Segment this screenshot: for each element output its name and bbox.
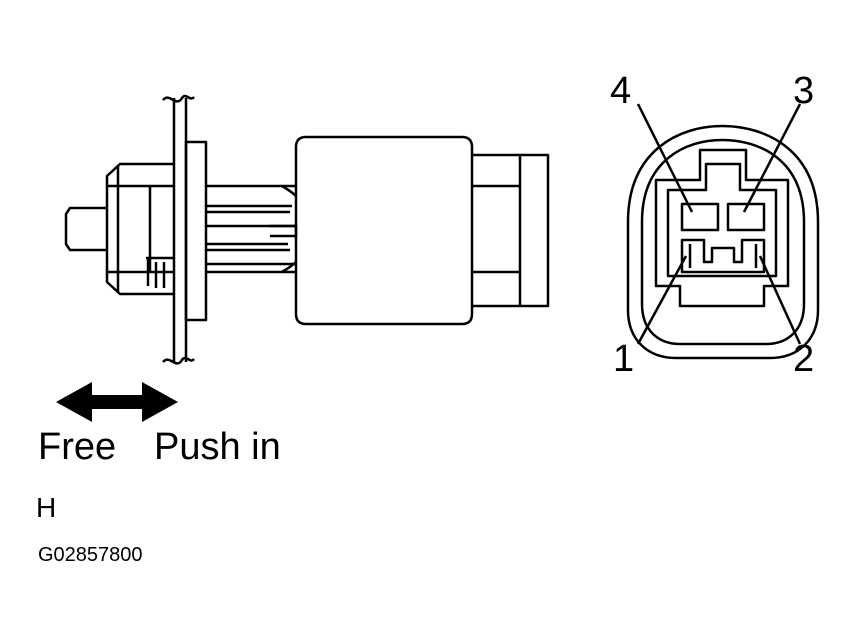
connector-key-cavity [654,148,790,308]
view-letter: H [36,492,57,523]
terminal-label-4: 4 [610,70,632,112]
terminal-cavity-3 [726,202,766,232]
terminal-label-3: 3 [793,70,815,112]
terminal-label-2: 2 [793,338,815,380]
terminal-cavities-1-2 [680,238,766,274]
terminal-label-1: 1 [613,338,635,380]
direction-label-free: Free [38,426,117,468]
terminal-cavity-4 [680,202,720,232]
figure-code: G02857800 [38,544,143,566]
threaded-shaft [206,184,298,274]
terminal-block [666,162,778,278]
leader-line-4 [636,103,694,213]
free-push-in-arrow [56,382,178,422]
lock-nut [105,162,174,296]
leader-line-3 [742,103,802,213]
flange [184,140,208,322]
mounting-panel [162,94,195,365]
switch-body [294,135,474,326]
connector-housing [472,153,550,308]
switch-side-view [64,94,550,365]
direction-label-push-in: Push in [154,426,281,468]
leader-line-1 [636,255,688,345]
connector-front-view [626,103,820,360]
leader-line-2 [758,255,802,345]
plunger [64,206,107,252]
connector-inner-shell [640,138,806,346]
connector-outer-shell [626,124,820,360]
